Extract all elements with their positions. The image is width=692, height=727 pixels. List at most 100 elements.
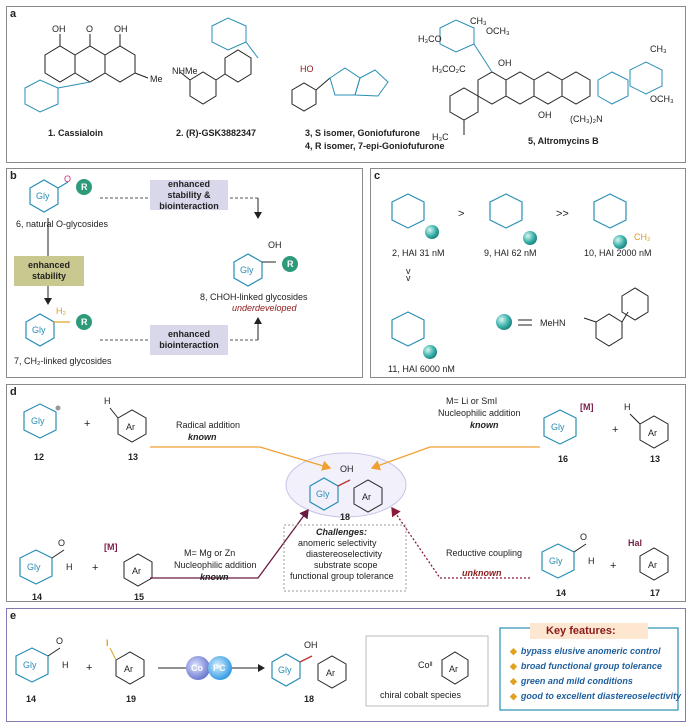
panel-d xyxy=(6,384,686,602)
panel-label-d: d xyxy=(10,386,17,398)
c-ball-legend xyxy=(496,314,512,330)
e-plus: + xyxy=(86,662,93,674)
d-ald13b xyxy=(629,413,669,449)
d-gly14a xyxy=(19,549,53,585)
e-feature-3: ◆good to excellent diastereoselectivity xyxy=(510,691,681,702)
cassialoin-label: 1. Cassialoin xyxy=(48,128,104,138)
d-n14b: 14 xyxy=(556,588,567,598)
d-challenges-title: Challenges: xyxy=(316,527,368,537)
a-ch3-1: CH₃ xyxy=(470,16,487,26)
d-hal: Hal xyxy=(628,538,643,548)
goniofufurone-structure xyxy=(291,67,389,112)
d-challenge-0: anomeric selectivity xyxy=(298,538,377,548)
d-o14b: O xyxy=(580,532,588,542)
a-h3co: H₃CO xyxy=(418,34,442,44)
d-gly14a-text: Gly xyxy=(27,562,41,572)
b-c7-label: 7, CH₂-linked glycosides xyxy=(14,356,112,366)
d-plus1: + xyxy=(84,418,91,430)
b-r8: R xyxy=(287,259,294,269)
d-n14a: 14 xyxy=(32,592,43,602)
b-box-stability: enhanced stability xyxy=(14,256,84,286)
b-gly6: Gly xyxy=(36,191,50,201)
e-feature-1: ◆broad functional group tolerance xyxy=(510,661,662,672)
c-sugar10 xyxy=(593,193,627,229)
altromycin-structure xyxy=(439,19,663,135)
c-meh: MeHN xyxy=(540,318,566,328)
a-nme: (CH₃)₂N xyxy=(570,114,603,124)
c-sugar11 xyxy=(391,311,425,347)
d-mli: M= Li or SmI xyxy=(446,396,498,406)
d-gly18 xyxy=(309,477,339,511)
key-features-header xyxy=(530,623,648,639)
c-sugar9 xyxy=(489,193,523,229)
e-i: I xyxy=(106,638,109,648)
diamond-icon: ◆ xyxy=(510,661,517,671)
challenges-box xyxy=(283,524,407,592)
d-n18: 18 xyxy=(340,512,351,522)
d-gly16-text: Gly xyxy=(551,422,565,432)
e-gly18-text: Gly xyxy=(278,665,292,675)
b-r8-ball xyxy=(282,256,298,272)
e-ar18: Ar xyxy=(326,668,335,678)
altromycin-label: 5, Altromycins B xyxy=(528,136,599,146)
c-ball-9 xyxy=(523,231,537,245)
e-o14: O xyxy=(56,636,64,646)
c-label-2: 2, HAI 31 nM xyxy=(392,248,445,258)
d-n12: 12 xyxy=(34,452,45,462)
d-known3: known xyxy=(200,572,229,582)
d-h13a: H xyxy=(104,396,111,406)
d-n17: 17 xyxy=(650,588,661,598)
diamond-icon: ◆ xyxy=(510,646,517,656)
e-ar19 xyxy=(109,647,145,685)
e-ar19: Ar xyxy=(124,664,133,674)
d-gly14b-text: Gly xyxy=(549,556,563,566)
chiral-cobalt-aryl xyxy=(441,651,469,685)
b-h2: H₂ xyxy=(56,306,66,316)
c-legend-aryl xyxy=(583,287,649,347)
d-ar13b: Ar xyxy=(648,428,657,438)
e-gly18 xyxy=(271,653,301,687)
e-n14: 14 xyxy=(26,694,37,704)
e-feature-2-text: green and mild conditions xyxy=(520,676,633,686)
c-ball-11 xyxy=(423,345,437,359)
co-catalyst-circle xyxy=(186,656,210,680)
d-known2: known xyxy=(470,420,499,430)
e-co-ar: Ar xyxy=(449,664,458,674)
e-key-title: Key features: xyxy=(546,625,616,637)
e-ligand: L* xyxy=(394,660,403,670)
b-c6-label: 6, natural O-glycosides xyxy=(16,219,109,229)
panel-b xyxy=(6,168,363,378)
d-gly14b xyxy=(541,543,575,579)
d-ar18 xyxy=(353,479,383,513)
b-oh8: OH xyxy=(268,240,282,250)
a-och3: OCH₃ xyxy=(486,26,510,36)
b-box-biointeraction: enhanced biointeraction xyxy=(150,325,228,355)
pc-catalyst-circle xyxy=(208,656,232,680)
e-pc: PC xyxy=(213,663,226,673)
a-och3-2: OCH₃ xyxy=(650,94,674,104)
d-ar15: Ar xyxy=(132,566,141,576)
d-gly12 xyxy=(23,403,57,439)
e-feature-3-text: good to excellent diastereoselectivity xyxy=(520,691,681,701)
d-nucleo1: Nucleophilic addition xyxy=(438,408,521,418)
b-box3-text: enhanced biointeraction xyxy=(159,329,219,350)
e-co2: Coᴵᴵ xyxy=(418,660,433,670)
e-n18: 18 xyxy=(304,694,315,704)
panel-label-b: b xyxy=(10,170,17,182)
b-r6: R xyxy=(81,182,88,192)
e-feature-0-text: bypass elusive anomeric control xyxy=(520,646,661,656)
d-gly18-text: Gly xyxy=(316,489,330,499)
c-label-11: 11, HAI 6000 nM xyxy=(388,364,455,374)
d-oh18: OH xyxy=(340,464,354,474)
a-ho: HO xyxy=(300,64,314,74)
a-oh-3: OH xyxy=(498,58,512,68)
e-chiral-label: chiral cobalt species xyxy=(380,690,462,700)
d-ar17 xyxy=(639,547,669,581)
a-nhme: NHMe xyxy=(172,66,198,76)
b-glyc6 xyxy=(29,179,69,213)
diamond-icon: ◆ xyxy=(510,676,517,686)
c-ball-10 xyxy=(613,235,627,249)
b-glyc7 xyxy=(25,313,55,347)
e-n19: 19 xyxy=(126,694,137,704)
